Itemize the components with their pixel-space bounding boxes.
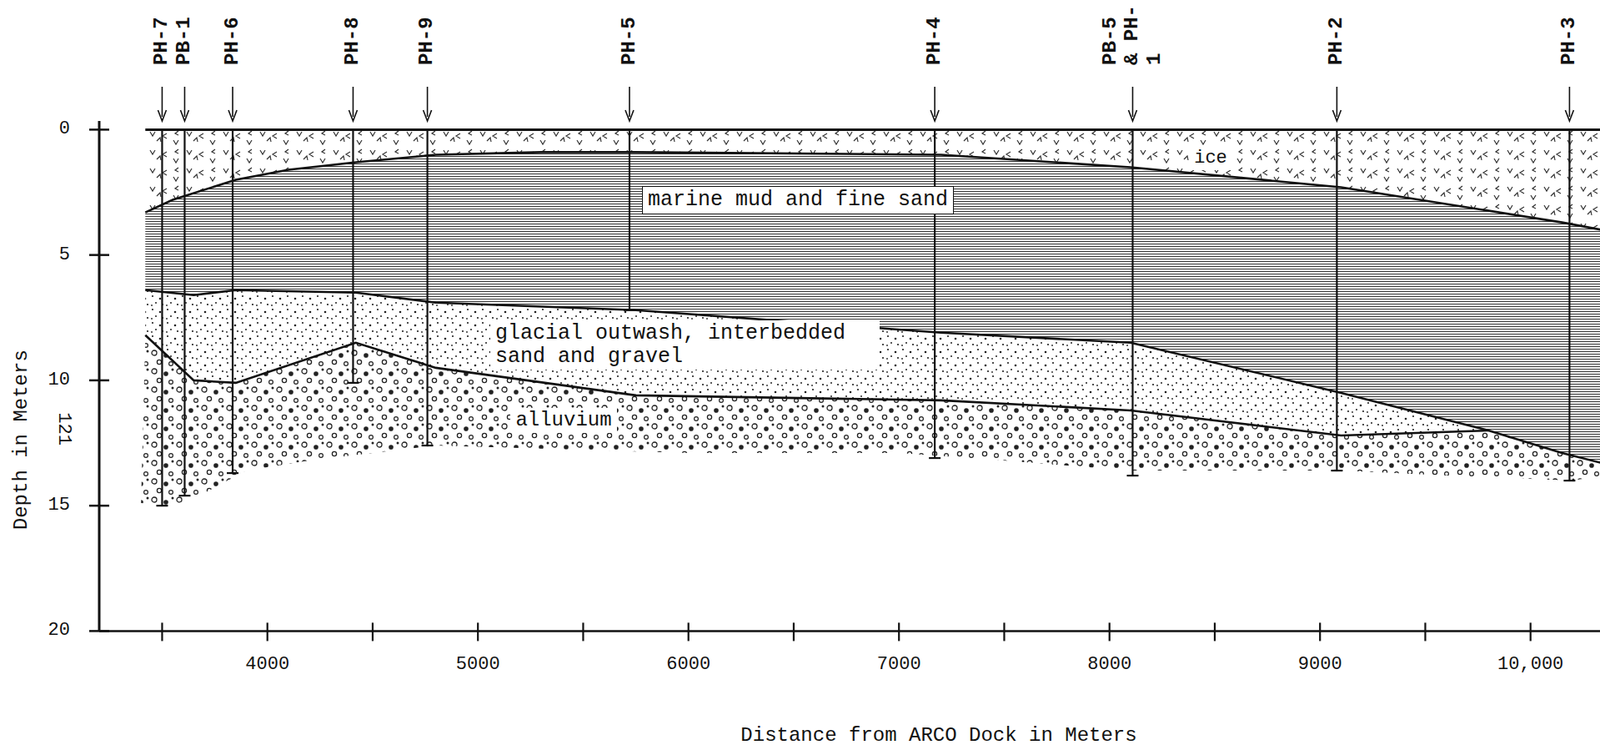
axis-tick — [1003, 621, 1005, 641]
borehole-bottom — [421, 444, 434, 447]
axis-number: 10 — [48, 370, 71, 391]
layer-label: alluvium — [510, 407, 617, 433]
borehole — [231, 129, 234, 473]
arrow-head — [1564, 110, 1574, 121]
arrow-head — [228, 110, 237, 121]
borehole-arrow — [352, 86, 355, 117]
borehole-label: PH-2 — [1325, 16, 1348, 66]
borehole-arrow — [1132, 86, 1134, 117]
borehole-arrow — [628, 86, 631, 117]
borehole-label: PH-5 — [618, 16, 641, 66]
borehole-bottom — [1563, 479, 1575, 482]
borehole — [426, 129, 428, 446]
borehole — [933, 129, 936, 458]
axis-tick — [89, 504, 110, 507]
borehole-arrow — [184, 86, 186, 117]
borehole-label: PH-4 — [923, 16, 946, 66]
axis-tick — [687, 621, 690, 641]
borehole — [160, 129, 163, 506]
ground-line — [145, 128, 1600, 131]
axis-tick — [1319, 621, 1321, 641]
arrow-head — [423, 110, 432, 121]
axis-tick — [476, 621, 479, 641]
axis-tick — [581, 621, 584, 641]
borehole — [1131, 129, 1134, 476]
arrow-head — [930, 110, 939, 121]
arrow-head — [157, 110, 166, 121]
borehole-bottom — [1330, 469, 1343, 472]
distance-axis — [99, 629, 1600, 632]
axis-tick — [160, 621, 163, 641]
layer-label: glacial outwash, interbedded sand and gr… — [490, 320, 880, 370]
axis-number: 6000 — [666, 654, 711, 675]
borehole — [183, 129, 186, 496]
axis-number: 15 — [48, 495, 71, 516]
arrow-head — [1332, 110, 1341, 121]
axis-tick — [1529, 621, 1532, 641]
borehole — [1335, 129, 1338, 471]
borehole-label: PH-6 — [221, 16, 244, 66]
axis-number: 20 — [48, 620, 71, 641]
borehole-label: PB-1 — [173, 16, 196, 66]
borehole-bottom — [346, 381, 359, 384]
axis-tick — [371, 621, 374, 641]
axis-tick — [1108, 621, 1111, 641]
borehole-label: PH-3 — [1558, 16, 1580, 66]
page-number: 121 — [53, 411, 74, 446]
contact-line — [145, 151, 1600, 230]
borehole-bottom — [155, 504, 168, 507]
axis-tick — [266, 621, 269, 641]
axis-tick — [1213, 621, 1216, 641]
axis-tick — [89, 253, 110, 256]
borehole-bottom — [178, 494, 191, 497]
axis-number: 5 — [59, 245, 71, 266]
borehole-label: PH-7 — [150, 16, 173, 66]
borehole-arrow — [161, 86, 164, 117]
borehole — [628, 129, 631, 310]
borehole — [351, 129, 354, 383]
axis-number: 10,000 — [1497, 654, 1564, 675]
arrow-head — [180, 110, 189, 121]
borehole-bottom — [623, 309, 636, 311]
borehole-arrow — [1569, 86, 1571, 117]
borehole-arrow — [231, 86, 234, 117]
borehole-arrow — [1336, 86, 1339, 117]
depth-axis — [98, 120, 101, 631]
arrow-head — [348, 110, 357, 121]
borehole-label: PH-9 — [416, 16, 438, 66]
borehole-label: PB-5 & PH-1 — [1099, 5, 1166, 66]
axis-number: 0 — [59, 119, 71, 140]
borehole-arrow — [426, 86, 429, 117]
axis-tick — [89, 128, 110, 131]
arrow-head — [1128, 110, 1137, 121]
borehole-bottom — [928, 456, 941, 459]
layer-label: ice — [1188, 146, 1233, 171]
axis-title: Distance from ARCO Dock in Meters — [740, 724, 1137, 747]
borehole — [1568, 129, 1570, 481]
axis-number: 5000 — [456, 654, 501, 675]
borehole-bottom — [226, 471, 239, 474]
axis-tick — [897, 621, 900, 641]
axis-tick — [792, 621, 795, 641]
axis-tick — [1424, 621, 1426, 641]
axis-number: 7000 — [877, 654, 922, 675]
borehole-arrow — [933, 86, 936, 117]
axis-number: 8000 — [1087, 654, 1132, 675]
axis-number: 9000 — [1298, 654, 1343, 675]
arrow-head — [625, 110, 634, 121]
borehole-bottom — [1126, 474, 1139, 477]
axis-tick — [89, 379, 110, 382]
axis-title: Depth in Meters — [10, 349, 33, 530]
axis-number: 4000 — [245, 654, 290, 675]
contact-line — [145, 290, 1600, 463]
layer-label: marine mud and fine sand — [642, 185, 954, 215]
borehole-label: PH-8 — [341, 16, 364, 66]
